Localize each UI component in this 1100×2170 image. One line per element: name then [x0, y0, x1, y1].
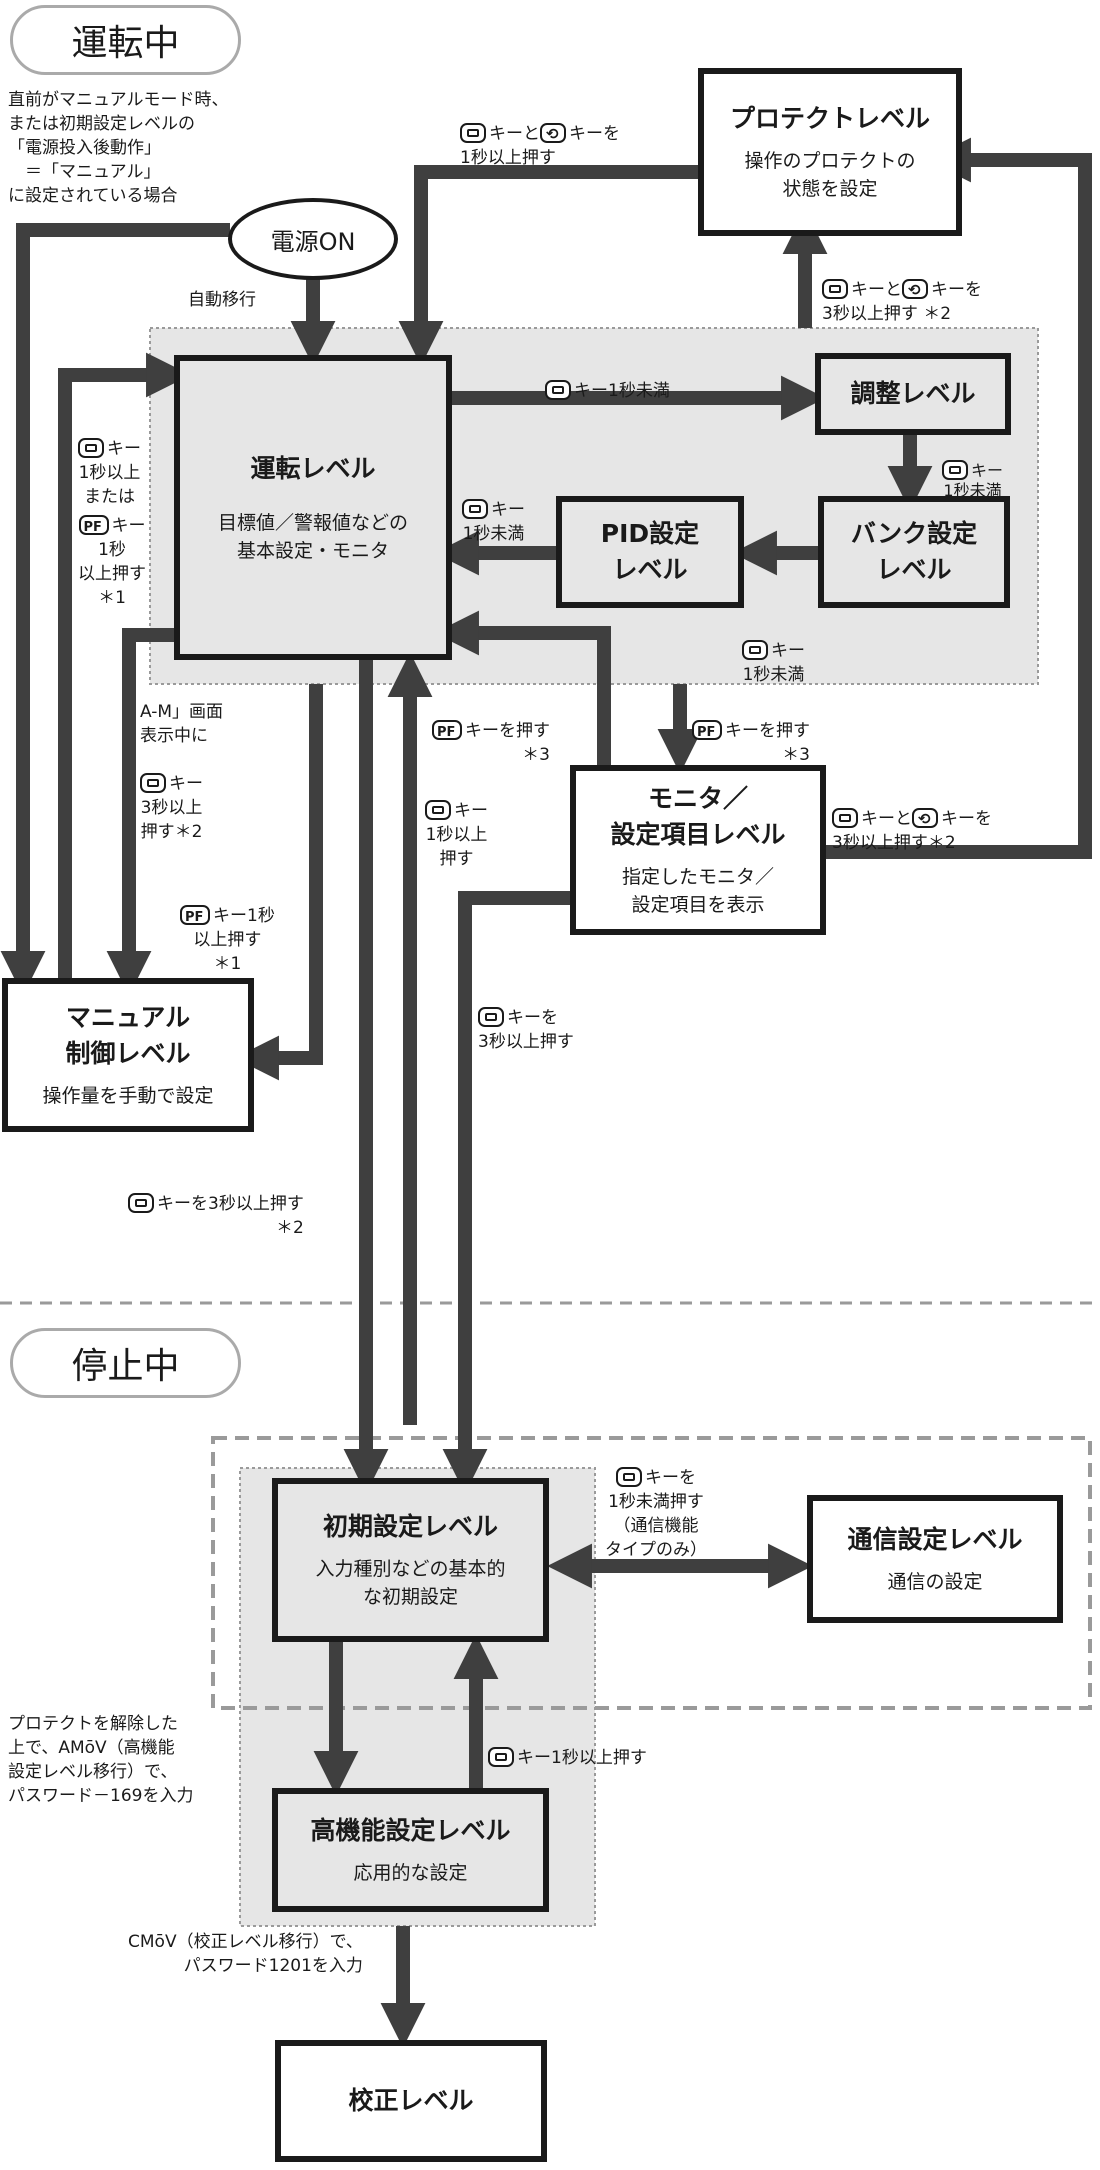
mode-key-icon	[545, 380, 571, 400]
protect-return-label: キーとキーを 1秒以上押す	[460, 98, 620, 170]
mode-key-icon	[462, 499, 488, 519]
am-screen-label: A-M」画面 表示中に	[140, 702, 224, 746]
operation-level-box: 運転レベル 目標値／警報値などの 基本設定・モニタ	[174, 355, 452, 660]
manual-mode-note: 直前がマニュアルモード時、 または初期設定レベルの 「電源投入後動作」 ＝「マニ…	[8, 90, 229, 206]
initial-level-box: 初期設定レベル 入力種別などの基本的 な初期設定	[272, 1478, 549, 1642]
initial-comm-label: キーを 1秒未満押す （通信機能 タイプのみ）	[605, 1467, 707, 1560]
mode-key-icon	[460, 123, 486, 143]
manual-to-operation-label-b: キー 1秒 以上押す ＊1	[78, 490, 146, 610]
monitor-level-box: モニタ／ 設定項目レベル 指定したモニタ／ 設定項目を表示	[570, 765, 826, 935]
mode-key-icon	[742, 640, 768, 660]
pid-level-title: PID設定 レベル	[600, 519, 700, 584]
initial-level-title: 初期設定レベル	[322, 1512, 498, 1541]
arrow-monitor-to-initial	[442, 891, 570, 1494]
advanced-to-initial-label: キー1秒以上押す	[488, 1722, 647, 1770]
comm-level-desc: 通信の設定	[887, 1571, 983, 1593]
manual-level-desc: 操作量を手動で設定	[42, 1085, 214, 1107]
comm-level-title: 通信設定レベル	[847, 1525, 1023, 1554]
monitor-to-initial-label: キーを 3秒以上押す	[478, 1007, 574, 1052]
mode-key-icon	[78, 438, 104, 458]
operation-to-initial-label: キーを3秒以上押す ＊2	[128, 1168, 304, 1240]
manual-level-box: マニュアル 制御レベル 操作量を手動で設定	[2, 978, 254, 1132]
protect-enter-label: キーとキーを 3秒以上押す ＊2	[822, 254, 982, 326]
adjust-level-title: 調整レベル	[850, 379, 976, 408]
pf-operation-label: キーを押す ＊3	[432, 695, 550, 767]
arrow-power-to-manual	[0, 223, 230, 996]
pf-key-icon	[692, 720, 722, 745]
calibration-level-title: 校正レベル	[348, 2086, 474, 2115]
monitor-to-protect-label: キーとキーを 3秒以上押す＊2	[832, 783, 992, 855]
adjust-level-box: 調整レベル	[815, 353, 1011, 435]
pf-key-icon	[432, 720, 462, 745]
bank-to-pid-label: キー 1秒未満	[742, 640, 805, 685]
rotate-key-icon	[902, 278, 928, 302]
initial-level-desc: 入力種別などの基本的 な初期設定	[315, 1558, 506, 1608]
pf-key-icon	[78, 515, 109, 540]
monitor-level-desc: 指定したモニタ／ 設定項目を表示	[621, 866, 774, 916]
am-screen-key-label: キー 3秒以上 押す＊2	[140, 773, 203, 842]
mode-key-icon	[140, 773, 166, 793]
arrow-monitor-to-protect	[826, 137, 1092, 859]
arrow-protect-to-operation	[398, 165, 698, 366]
advanced-level-box: 高機能設定レベル 応用的な設定	[272, 1788, 549, 1912]
calibration-password-note: CMōV（校正レベル移行）で、 パスワード1201を入力	[128, 1932, 363, 1976]
arrow-pf-to-manual	[234, 684, 323, 1081]
mode-key-icon	[128, 1193, 154, 1213]
auto-transition-label: 自動移行	[188, 290, 256, 310]
advanced-password-note: プロテクトを解除した 上で、AMōV（高機能 設定レベル移行）で、 パスワード－…	[8, 1714, 194, 1806]
arrow-am-to-manual	[106, 628, 174, 996]
operation-level-title: 運転レベル	[250, 453, 376, 483]
protect-level-box: プロテクトレベル 操作のプロテクトの 状態を設定	[698, 68, 962, 236]
adjust-to-bank-label: キー 1秒未満	[942, 460, 1004, 500]
advanced-level-title: 高機能設定レベル	[310, 1816, 511, 1845]
pf-to-monitor-label: キーを押す ＊3	[692, 695, 810, 767]
mode-key-icon	[478, 1007, 504, 1027]
mode-key-icon	[942, 460, 968, 480]
pid-to-operation-label: キー 1秒未満	[462, 499, 525, 544]
comm-region-dashed	[211, 1436, 1092, 1710]
power-on-node: 電源ON	[228, 198, 398, 280]
mode-key-icon	[616, 1467, 642, 1487]
mode-key-icon	[425, 800, 451, 820]
pf-key-icon	[180, 905, 210, 930]
calibration-level-box: 校正レベル	[275, 2040, 547, 2162]
pid-level-box: PID設定 レベル	[556, 496, 744, 608]
protect-level-desc: 操作のプロテクトの 状態を設定	[744, 150, 916, 200]
advanced-level-desc: 応用的な設定	[353, 1862, 468, 1884]
section-stopped: 停止中	[10, 1328, 241, 1398]
comm-level-box: 通信設定レベル 通信の設定	[807, 1495, 1063, 1623]
section-running: 運転中	[10, 5, 241, 75]
init-to-operation-label: キー 1秒以上 押す	[425, 800, 488, 869]
operation-level-desc: 目標値／警報値などの 基本設定・モニタ	[217, 511, 408, 562]
bank-level-box: バンク設定 レベル	[818, 496, 1010, 608]
rotate-key-icon	[912, 807, 938, 831]
rotate-key-icon	[540, 122, 566, 146]
manual-level-title: マニュアル 制御レベル	[65, 1003, 191, 1068]
arrow-manual-to-operation	[58, 352, 191, 980]
protect-level-title: プロテクトレベル	[729, 104, 930, 133]
monitor-level-title: モニタ／ 設定項目レベル	[610, 784, 786, 849]
mode-key-icon	[488, 1747, 514, 1767]
pf-manual-label: キー1秒 以上押す ＊1	[180, 880, 275, 976]
to-adjust-label: キー1秒未満	[545, 355, 670, 403]
arrow-monitor-to-operation	[434, 610, 611, 780]
mode-key-icon	[822, 279, 848, 299]
manual-to-operation-label-a: キー 1秒以上 または	[78, 438, 141, 507]
mode-key-icon	[832, 808, 858, 828]
bank-level-title: バンク設定 レベル	[850, 519, 978, 584]
